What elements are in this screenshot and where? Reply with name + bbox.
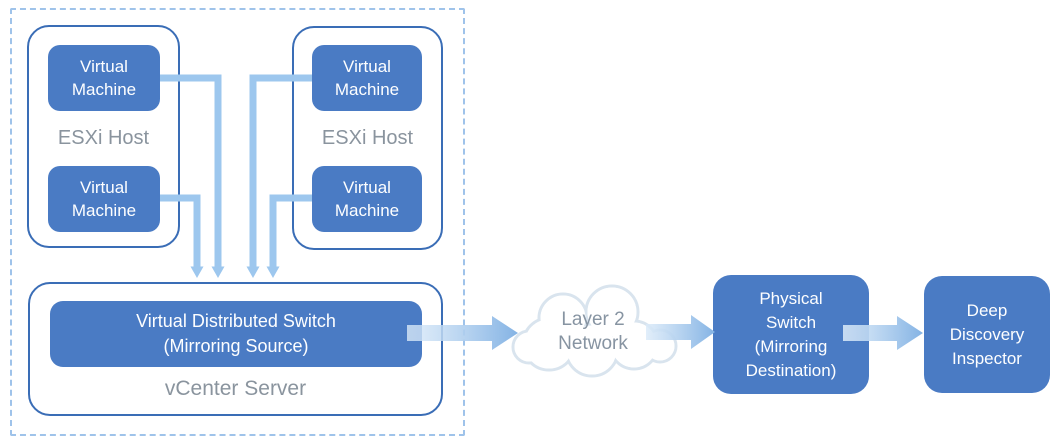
vm-label-line: Virtual (80, 178, 128, 197)
virtual-machine-3: Virtual Machine (312, 45, 422, 111)
layer2-network-label: Layer 2 Network (528, 308, 658, 356)
inspector-label-line: Inspector (952, 348, 1022, 368)
vm-label-line: Machine (334, 80, 400, 99)
inspector-label-line: Discovery (949, 324, 1025, 344)
vds-label-line: (Mirroring Source) (163, 336, 309, 356)
network-to-switch-arrow (646, 315, 715, 349)
vm-label-line: Machine (71, 201, 137, 220)
deep-discovery-inspector: Deep Discovery Inspector (924, 276, 1050, 393)
vds-to-network-arrow (407, 316, 518, 350)
virtual-machine-2: Virtual Machine (48, 166, 160, 232)
vds-label-line: Virtual Distributed Switch (136, 311, 336, 331)
vm-label-line: Virtual (343, 178, 391, 197)
cloud-label-line: Layer 2 (561, 309, 625, 330)
virtual-environment-boundary (10, 8, 465, 436)
virtual-machine-1: Virtual Machine (48, 45, 160, 111)
vm-label-line: Virtual (80, 57, 128, 76)
physical-switch-label-line: Switch (765, 312, 817, 332)
inspector-label-line: Deep (966, 300, 1008, 320)
virtual-machine-4: Virtual Machine (312, 166, 422, 232)
vm-label-line: Virtual (343, 57, 391, 76)
esxi-host-2-label: ESXi Host (321, 127, 414, 149)
vm-label-line: Machine (71, 80, 137, 99)
vcenter-server-label: vCenter Server (164, 377, 307, 400)
physical-switch-label-line: (Mirroring (754, 336, 828, 356)
cloud-label-line: Network (558, 333, 628, 354)
vm-label-line: Machine (334, 201, 400, 220)
virtual-distributed-switch: Virtual Distributed Switch (Mirroring So… (50, 301, 422, 367)
vm-mirror-arrowheads (190, 266, 280, 278)
physical-switch-label-line: Physical (759, 288, 823, 308)
physical-switch-label-line: Destination) (745, 360, 837, 380)
vm-mirror-arrows (160, 74, 312, 268)
esxi-host-1-label: ESXi Host (57, 127, 150, 149)
switch-to-inspector-arrow (843, 316, 923, 350)
